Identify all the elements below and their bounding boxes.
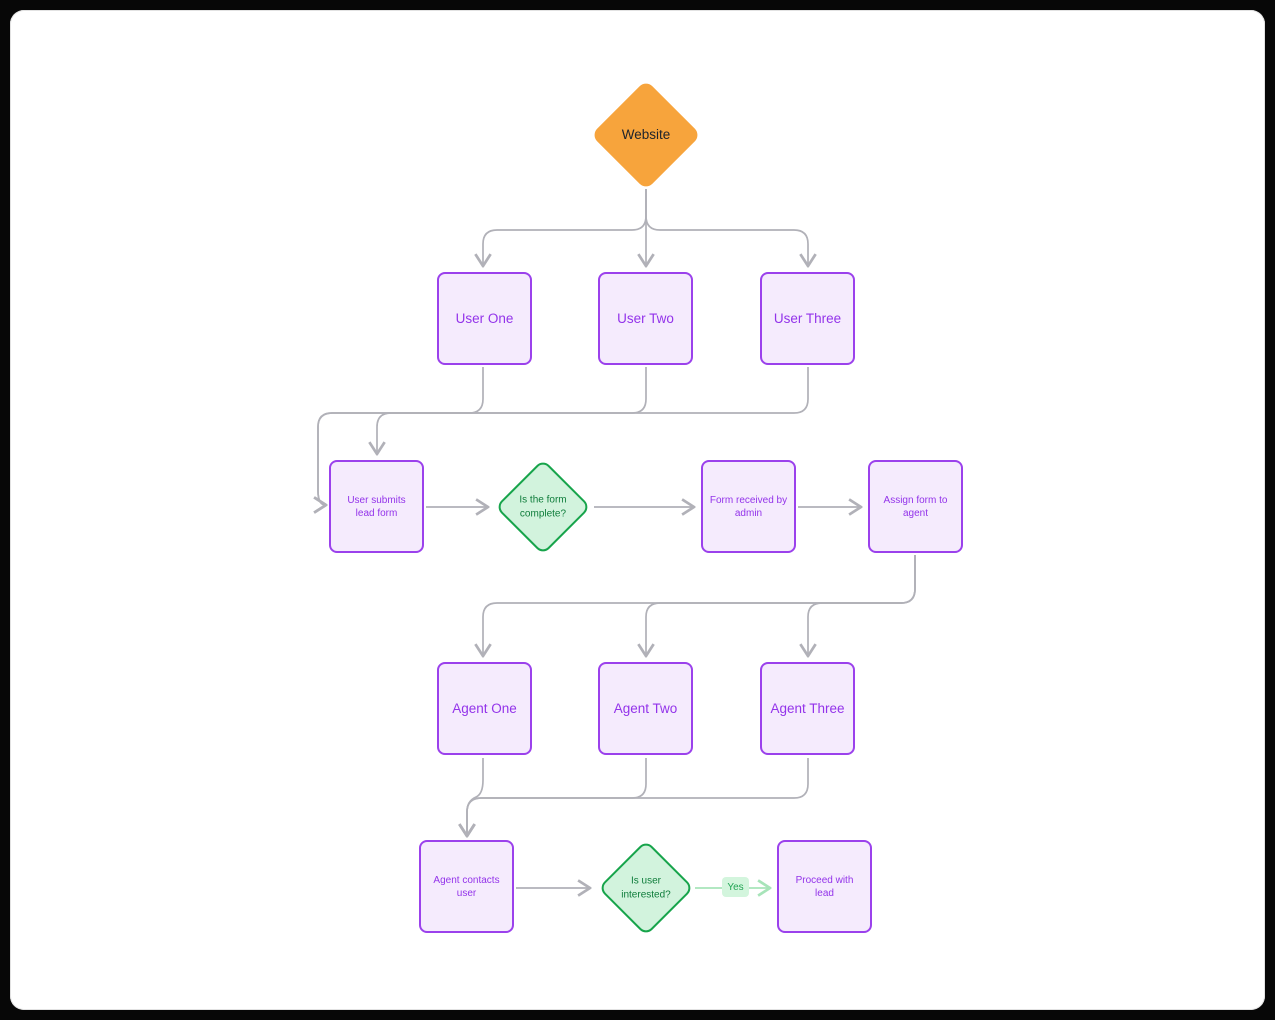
edge-assign-form-agent-three <box>808 555 916 656</box>
edge-agent-two-agent-contacts <box>467 758 647 836</box>
node-proceed-label: Proceed with lead <box>795 874 854 899</box>
edge-agent-three-agent-contacts <box>467 758 809 836</box>
edge-website-user-three <box>645 189 808 266</box>
node-submit-form[interactable]: User submits lead form <box>329 460 424 553</box>
node-user-interested-label: Is user interested? <box>621 875 671 901</box>
node-submit-form-label: User submits lead form <box>347 494 406 519</box>
node-agent-one[interactable]: Agent One <box>437 662 532 755</box>
edge-user-one-submit-form <box>377 367 484 454</box>
edge-assign-form-agent-one <box>483 555 916 656</box>
node-agent-two-label: Agent Two <box>613 700 678 716</box>
node-assign-form[interactable]: Assign form to agent <box>868 460 963 553</box>
node-user-three-label: User Three <box>773 310 842 326</box>
node-user-two-label: User Two <box>617 310 674 326</box>
node-assign-form-label: Assign form to agent <box>883 494 948 519</box>
node-agent-contacts[interactable]: Agent contacts user <box>419 840 514 933</box>
node-website[interactable]: Website <box>590 79 702 191</box>
node-user-three[interactable]: User Three <box>760 272 855 365</box>
node-agent-three-label: Agent Three <box>770 700 845 716</box>
edge-label-yes-text: Yes <box>727 881 744 893</box>
node-agent-contacts-label: Agent contacts user <box>433 874 500 899</box>
node-form-received-label: Form received by admin <box>709 494 788 519</box>
node-form-complete-label: Is the form complete? <box>519 494 567 520</box>
node-user-two[interactable]: User Two <box>598 272 693 365</box>
edge-label-yes: Yes <box>722 877 749 897</box>
node-user-one-label: User One <box>455 310 514 326</box>
node-user-one[interactable]: User One <box>437 272 532 365</box>
node-form-received[interactable]: Form received by admin <box>701 460 796 553</box>
node-proceed[interactable]: Proceed with lead <box>777 840 872 933</box>
edge-agent-one-agent-contacts <box>467 758 484 836</box>
node-agent-one-label: Agent One <box>452 700 517 716</box>
edge-user-three-submit-form <box>318 367 809 505</box>
edge-website-user-one <box>483 189 647 266</box>
node-agent-two[interactable]: Agent Two <box>598 662 693 755</box>
node-agent-three[interactable]: Agent Three <box>760 662 855 755</box>
node-website-label: Website <box>621 126 671 142</box>
edge-assign-form-agent-two <box>646 555 916 656</box>
